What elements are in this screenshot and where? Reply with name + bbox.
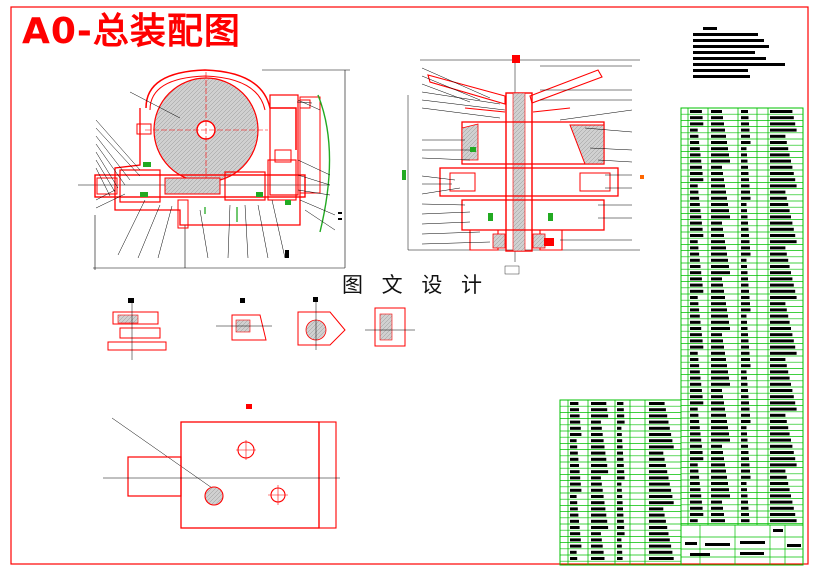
detail-view-2	[216, 298, 272, 341]
parts-list-tables	[559, 107, 804, 566]
drawing-border	[10, 6, 809, 565]
top-view	[103, 404, 340, 529]
front-section-view	[78, 69, 350, 270]
technical-notes-block	[693, 27, 785, 78]
watermark-text: 图 文 设 计	[342, 273, 489, 297]
drawing-title: A0-总装配图	[22, 11, 241, 52]
side-section-view	[402, 55, 644, 275]
detail-view-4	[365, 307, 415, 347]
detail-view-1	[107, 298, 167, 360]
detail-view-3	[297, 297, 346, 350]
